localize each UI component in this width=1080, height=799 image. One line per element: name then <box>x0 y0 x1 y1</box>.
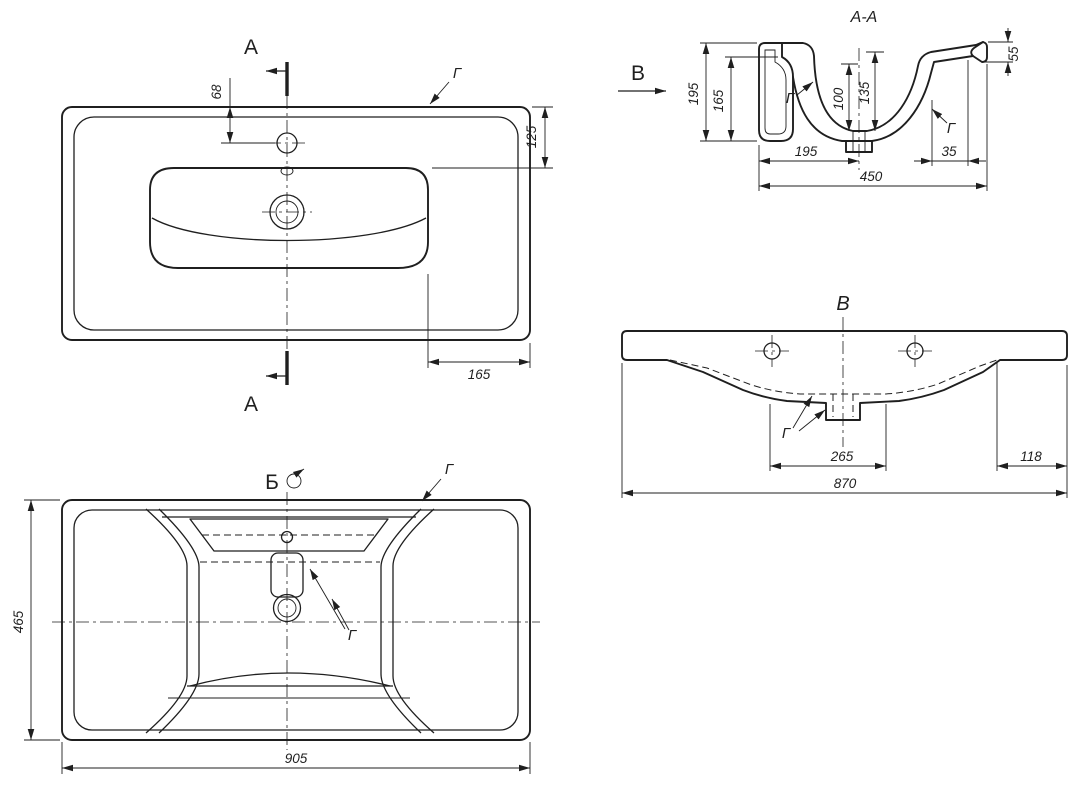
plan-inner-rect <box>73 116 519 331</box>
plan-view: A A 68 125 165 Г <box>61 36 553 416</box>
section-detail-callouts: Г Г <box>786 81 957 137</box>
plan-dim-68: 68 <box>209 78 275 144</box>
plan-centerlines <box>262 96 312 351</box>
front-outline <box>621 330 1068 421</box>
dim-depth-inner: 100 <box>831 87 846 110</box>
bottom-detail-callout-top: Г <box>421 461 455 502</box>
section-letter-top: A <box>244 36 258 59</box>
section-dim-195-v: 195 <box>686 42 757 142</box>
bottom-detail-callout-mid: Г <box>309 568 358 644</box>
bottom-view: Б Г <box>11 461 540 774</box>
detail-label-plan: Г <box>453 65 463 82</box>
bottom-outline <box>61 499 531 741</box>
section-aa-view: A-A B 195 165 <box>618 9 1021 191</box>
detail-label-front: Г <box>782 425 792 442</box>
bottom-wall-right-outer <box>392 508 435 734</box>
section-dim-450: 450 <box>758 64 988 191</box>
section-front-wall <box>758 42 794 142</box>
section-dim-100: 100 <box>831 63 858 131</box>
section-outline <box>758 41 988 170</box>
view-letter-b: B <box>631 62 645 85</box>
section-dim-195-h: 195 <box>758 144 859 166</box>
dim-section-overall: 450 <box>860 169 883 184</box>
section-rim-tip <box>970 41 988 63</box>
section-view-arrow-b: B <box>618 62 666 95</box>
dim-height-front: 165 <box>711 89 726 112</box>
dim-side-ledge: 165 <box>468 367 491 382</box>
dim-end-width: 118 <box>1020 449 1042 464</box>
bottom-dim-465: 465 <box>11 499 60 741</box>
plan-outer-rect <box>61 106 531 341</box>
plan-section-marks: A A <box>244 36 289 416</box>
section-dim-35: 35 <box>914 60 986 166</box>
section-dim-165-v: 165 <box>711 56 778 141</box>
dim-depth: 465 <box>11 610 26 633</box>
bottom-wall-right-inner <box>380 508 422 734</box>
bottom-wall-left-outer <box>145 508 188 734</box>
bottom-wall-left-inner <box>158 508 200 734</box>
front-dim-118: 118 <box>996 362 1068 471</box>
section-bowl-inner-surface <box>781 41 984 132</box>
detail-label-bottom-mid: Г <box>348 627 358 644</box>
bottom-dim-905: 905 <box>61 742 531 774</box>
view-marker-letter: Б <box>265 471 279 494</box>
bottom-deck-trapezoid <box>189 518 389 552</box>
bottom-outer-rect <box>61 499 531 741</box>
dim-drain-offset: 195 <box>795 144 818 159</box>
rotated-view-symbol <box>286 473 302 489</box>
front-dim-870: 870 <box>621 363 1068 498</box>
dim-faucet-offset: 68 <box>209 84 224 100</box>
dim-back-ledge: 35 <box>941 144 957 159</box>
plan-dim-165: 165 <box>427 274 531 382</box>
front-view-title: В <box>836 293 849 315</box>
section-dim-135: 135 <box>857 51 884 131</box>
section-front-wall-inner <box>764 49 787 135</box>
plan-outline <box>61 106 531 341</box>
plan-basin-outline <box>149 167 429 269</box>
dim-rim-edge: 55 <box>1006 46 1021 62</box>
front-dim-265: 265 <box>769 404 887 471</box>
dim-drain-span: 265 <box>830 449 854 464</box>
detail-label-section-right: Г <box>947 120 957 137</box>
dim-height-total: 195 <box>686 82 701 105</box>
bottom-view-marker: Б <box>265 468 305 494</box>
front-profile <box>621 330 1068 421</box>
dim-depth-full: 135 <box>857 81 872 104</box>
section-dim-55: 55 <box>984 28 1021 76</box>
plan-basin-front-curve <box>151 217 427 242</box>
detail-label-section-left: Г <box>786 90 796 107</box>
detail-label-bottom-top: Г <box>445 461 455 478</box>
bottom-basin-floor-arc <box>189 672 391 687</box>
plan-detail-callout: Г <box>429 65 463 105</box>
front-detail-callout: Г <box>782 395 826 442</box>
section-letter-bottom: A <box>244 393 258 416</box>
plan-dim-125: 125 <box>432 106 553 169</box>
front-centerlines <box>755 317 932 447</box>
bottom-centerlines <box>52 492 540 750</box>
section-title: A-A <box>850 9 878 26</box>
bottom-inner-rect <box>73 509 519 731</box>
dim-width: 905 <box>285 751 308 766</box>
front-view-b: В Г 265 <box>621 293 1068 498</box>
dim-front-overall: 870 <box>834 476 857 491</box>
dim-top-to-basin: 125 <box>524 125 539 148</box>
